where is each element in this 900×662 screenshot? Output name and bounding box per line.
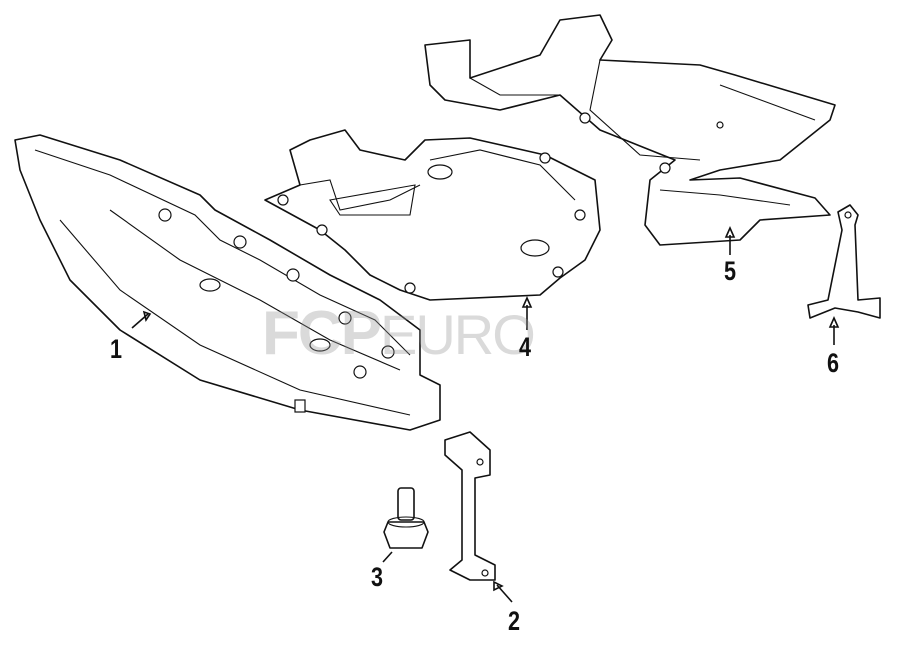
leader-3 [382, 551, 393, 563]
part-3-bolt[interactable] [383, 487, 429, 549]
callout-6[interactable]: 6 [827, 348, 840, 378]
part-6-small-bracket[interactable] [807, 204, 881, 319]
callout-1[interactable]: 1 [110, 334, 123, 364]
part-2-bracket[interactable] [444, 431, 496, 581]
callout-2[interactable]: 2 [508, 606, 521, 636]
watermark-logo: FCPEURO [262, 299, 536, 368]
callout-4[interactable]: 4 [519, 332, 532, 362]
part-5-rear-shield[interactable] [424, 14, 836, 246]
callout-5[interactable]: 5 [724, 256, 737, 286]
part-1-front-shield[interactable] [14, 134, 441, 431]
part-4-center-shield[interactable] [264, 129, 601, 301]
callout-3[interactable]: 3 [371, 562, 384, 592]
